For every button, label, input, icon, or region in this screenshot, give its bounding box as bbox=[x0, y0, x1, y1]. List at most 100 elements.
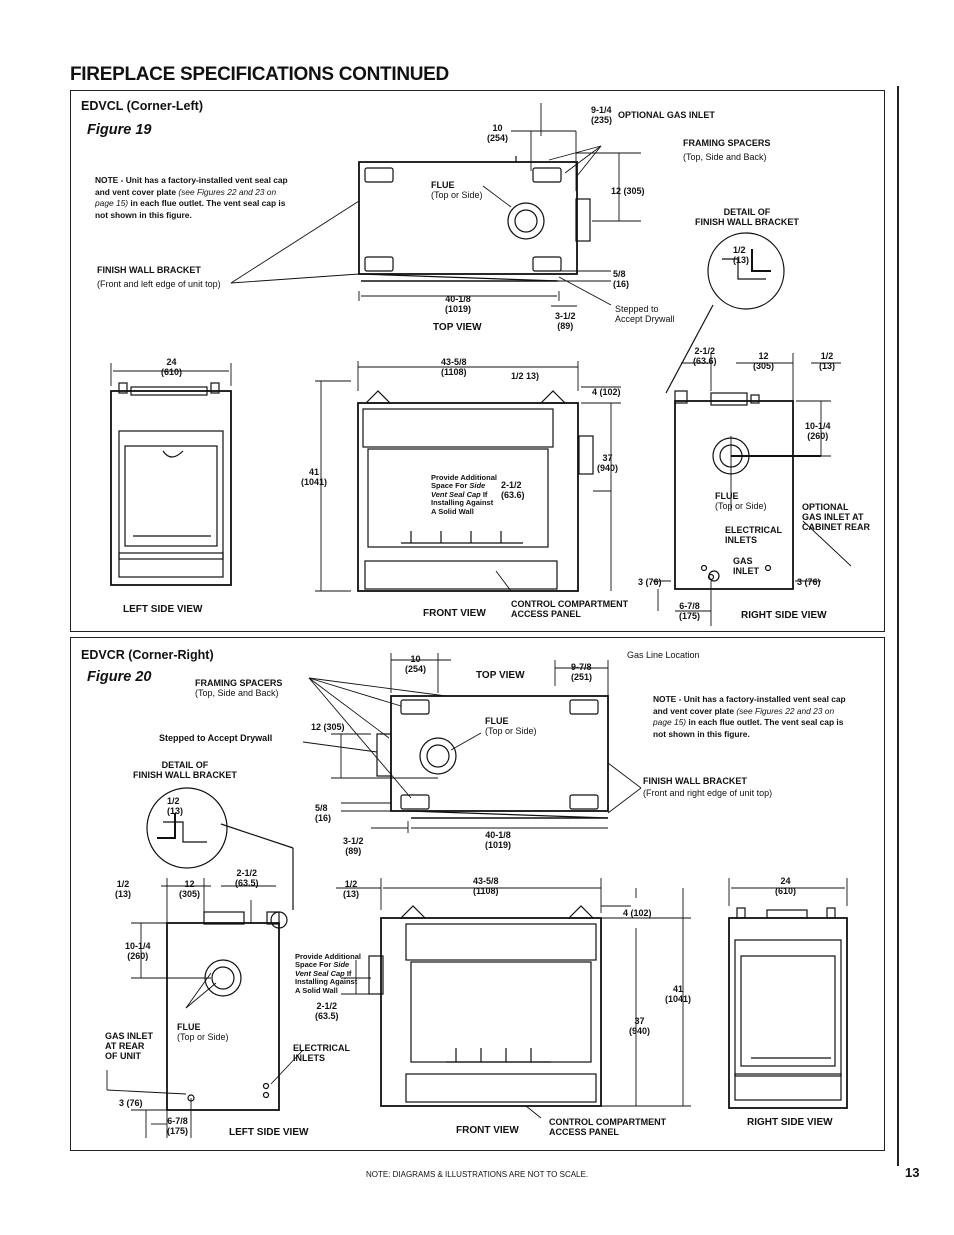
fig20-ls-dim-10-1-4: 10-1/4(260) bbox=[125, 941, 151, 961]
fig19-top-view bbox=[358, 156, 591, 282]
fig20-f-dim-half: 1/2(13) bbox=[343, 879, 360, 899]
fig19-top-dims bbox=[230, 103, 641, 307]
fig19-dim-12: 12 (305) bbox=[611, 186, 645, 196]
fig20-ls-dim-6-7-8: 6-7/8(175) bbox=[167, 1116, 189, 1136]
fig19-rs-dim-6-7-8: 6-7/8(175) bbox=[679, 601, 701, 621]
fig20-dim-3-1-2: 3-1/2(89) bbox=[343, 836, 364, 856]
fig19-front-view-label: FRONT VIEW bbox=[423, 608, 486, 619]
fig20-top-view bbox=[376, 695, 609, 819]
fig19-rs-dim-10-1-4: 10-1/4(260) bbox=[805, 421, 831, 441]
fig19-dim-10: 10(254) bbox=[487, 123, 509, 143]
fig19-rs-dim-2-1-2: 2-1/2(63.6) bbox=[693, 346, 717, 366]
fig20-detail-dim: 1/2(13) bbox=[167, 796, 184, 816]
figure-19-drawing bbox=[110, 103, 852, 626]
figure-19-panel: EDVCL (Corner-Left) Figure 19 NOTE - Uni… bbox=[70, 90, 885, 632]
fig19-model-title: EDVCL (Corner-Left) bbox=[81, 99, 203, 113]
fig20-flue-label: FLUE(Top or Side) bbox=[485, 716, 537, 736]
fig20-front-view bbox=[368, 905, 602, 1107]
fig19-figure-label: Figure 19 bbox=[87, 122, 152, 138]
fig19-dim-2-1-2: 2-1/2(63.6) bbox=[501, 480, 525, 500]
fig20-front-view-label: FRONT VIEW bbox=[456, 1125, 519, 1136]
fig19-dim-24: 24(610) bbox=[161, 357, 183, 377]
fig20-finish-wall-bracket: FINISH WALL BRACKET(Front and right edge… bbox=[643, 776, 773, 798]
footer-note: NOTE: DIAGRAMS & ILLUSTRATIONS ARE NOT T… bbox=[365, 1170, 589, 1179]
fig20-dim-12: 12 (305) bbox=[311, 722, 345, 732]
fig20-ls-dim-12: 12(305) bbox=[179, 879, 201, 899]
page-vertical-rule bbox=[897, 86, 899, 1166]
fig19-rs-dim-12: 12(305) bbox=[753, 351, 775, 371]
fig19-right-side-view-label: RIGHT SIDE VIEW bbox=[741, 610, 827, 621]
fig19-dim-9-1-4: 9-1/4(235) bbox=[591, 105, 613, 125]
fig19-dim-37: 37(940) bbox=[597, 453, 619, 473]
fig19-bracket-detail bbox=[665, 232, 785, 394]
fig20-dim-43-5-8: 43-5/8(1108) bbox=[473, 876, 499, 896]
fig19-rs-dim-3b: 3 (76) bbox=[797, 577, 821, 587]
figure-20-panel: EDVCR (Corner-Right) Figure 20 10(254) T… bbox=[70, 637, 885, 1151]
fig19-dim-41: 41(1041) bbox=[301, 467, 328, 487]
fig19-right-dims bbox=[653, 353, 852, 626]
fig20-stepped-drywall: Stepped to Accept Drywall bbox=[159, 733, 273, 743]
fig19-provide-space: Provide Additional Space For Side Vent S… bbox=[431, 473, 497, 516]
fig19-detail-dim: 1/2(13) bbox=[733, 245, 750, 265]
fig20-figure-label: Figure 20 bbox=[87, 669, 152, 685]
fig20-right-dims bbox=[728, 878, 848, 906]
fig19-dim-3-1-2: 3-1/2(89) bbox=[555, 311, 576, 331]
fig20-ls-flue: FLUE(Top or Side) bbox=[177, 1022, 229, 1042]
fig20-dim-10: 10(254) bbox=[405, 654, 427, 674]
fig20-top-dims bbox=[302, 653, 642, 833]
fig20-ls-dim-3: 3 (76) bbox=[119, 1098, 143, 1108]
fig20-dim-9-7-8: 9-7/8(251) bbox=[571, 662, 593, 682]
fig19-dim-4: 4 (102) bbox=[592, 387, 621, 397]
fig20-dim-2-1-2: 2-1/2(63.5) bbox=[315, 1001, 339, 1021]
fig19-front-view bbox=[357, 390, 594, 592]
fig20-dim-24: 24(610) bbox=[775, 876, 797, 896]
fig19-framing-spacers: FRAMING SPACERS(Top, Side and Back) bbox=[683, 138, 771, 162]
page-title: FIREPLACE SPECIFICATIONS CONTINUED bbox=[70, 64, 449, 85]
fig19-rs-dim-3a: 3 (76) bbox=[638, 577, 662, 587]
fig20-model-title: EDVCR (Corner-Right) bbox=[81, 648, 214, 662]
fig19-optional-gas-inlet: OPTIONAL GAS INLET bbox=[618, 110, 715, 120]
fig20-gas-line-location: Gas Line Location bbox=[627, 650, 700, 660]
fig20-dim-41: 41(1041) bbox=[665, 984, 692, 1004]
fig20-bracket-detail bbox=[146, 787, 294, 910]
fig20-provide-space: Provide Additional Space For Side Vent S… bbox=[295, 952, 361, 995]
fig19-top-view-label: TOP VIEW bbox=[433, 322, 482, 333]
fig19-dim-43-5-8: 43-5/8(1108) bbox=[441, 357, 467, 377]
fig19-note: NOTE - Unit has a factory-installed vent… bbox=[95, 175, 288, 220]
fig20-note: NOTE - Unit has a factory-installed vent… bbox=[653, 694, 846, 739]
fig19-left-side-view-label: LEFT SIDE VIEW bbox=[123, 604, 203, 615]
fig20-ls-dim-half: 1/2(13) bbox=[115, 879, 132, 899]
fig19-finish-wall-bracket: FINISH WALL BRACKET(Front and left edge … bbox=[97, 265, 221, 289]
fig19-rs-flue: FLUE(Top or Side) bbox=[715, 491, 767, 511]
fig19-rs-dim-half: 1/2(13) bbox=[819, 351, 836, 371]
fig19-dim-5-8: 5/8(16) bbox=[613, 269, 630, 289]
fig20-left-dims bbox=[106, 878, 304, 1138]
fig20-dim-4: 4 (102) bbox=[623, 908, 652, 918]
figure-20-drawing bbox=[106, 653, 848, 1138]
fig20-left-side-view bbox=[166, 911, 288, 1111]
fig19-flue-label: FLUE(Top or Side) bbox=[431, 180, 483, 200]
fig20-dim-37: 37(940) bbox=[629, 1016, 651, 1036]
fig19-dim-half: 1/2 13) bbox=[511, 371, 540, 381]
fig20-right-side-view-label: RIGHT SIDE VIEW bbox=[747, 1117, 833, 1128]
fig19-left-dims bbox=[110, 363, 232, 386]
fig20-front-dims bbox=[336, 878, 691, 1119]
fig19-left-side-view bbox=[110, 382, 232, 586]
fig20-dim-40-1-8: 40-1/8(1019) bbox=[485, 830, 512, 850]
fig19-dim-40-1-8: 40-1/8(1019) bbox=[445, 294, 472, 314]
fig20-ls-dim-2-1-2: 2-1/2(63.5) bbox=[235, 868, 259, 888]
fig20-framing-spacers: FRAMING SPACERS(Top, Side and Back) bbox=[195, 678, 283, 698]
fig19-front-dims bbox=[315, 361, 621, 592]
fig20-right-side-view bbox=[728, 907, 848, 1109]
page-number: 13 bbox=[905, 1165, 920, 1180]
fig20-dim-5-8: 5/8(16) bbox=[315, 803, 332, 823]
